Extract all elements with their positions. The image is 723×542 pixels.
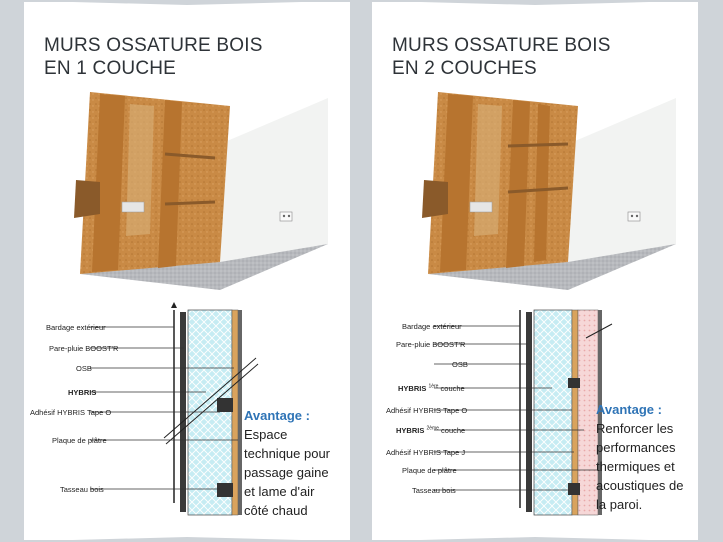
- title-line-2: EN 2 COUCHES: [392, 58, 537, 79]
- label-hybris-1-sup: 1ère: [428, 383, 439, 390]
- advantage-line: la paroi.: [596, 497, 643, 512]
- title-two-layers: MURS OSSATURE BOIS EN 2 COUCHES: [392, 34, 611, 80]
- label-hybris-2-sup: 2ème: [426, 425, 439, 432]
- label-tasseau-bois: Tasseau bois: [412, 486, 456, 495]
- label-osb: OSB: [452, 360, 468, 369]
- cross-section-drawing: [24, 298, 350, 538]
- advantage-line: technique pour: [244, 446, 331, 461]
- label-plaque-platre: Plaque de plâtre: [402, 466, 457, 475]
- label-pare-pluie: Pare-pluie BOOST'R: [396, 340, 466, 349]
- advantage-line: passage gaine: [244, 465, 329, 480]
- wall-3d-illustration-two-layers: [418, 84, 676, 290]
- advantage-line: performances: [596, 440, 676, 455]
- cross-section-drawing-two-layers: [372, 298, 698, 538]
- advantage-line: Renforcer les: [596, 421, 674, 436]
- label-adhesif-tape-j: Adhésif HYBRIS Tape J: [386, 448, 466, 457]
- title-line-1: MURS OSSATURE BOIS: [44, 35, 263, 56]
- label-hybris-2-bold: HYBRIS: [396, 426, 425, 435]
- label-hybris-1-bold: HYBRIS: [398, 384, 427, 393]
- label-hybris-1-rest: couche: [440, 384, 465, 393]
- advantage-line: thermiques et: [596, 459, 675, 474]
- card-one-layer: MURS OSSATURE BOIS EN 1 COUCHE: [24, 2, 350, 540]
- wall-3d-illustration: [70, 84, 328, 290]
- label-adhesif-tape-o: Adhésif HYBRIS Tape O: [386, 406, 468, 415]
- wall-section-two-layers: Bardage extérieur Pare-pluie BOOST'R OSB…: [372, 298, 698, 538]
- label-osb: OSB: [76, 364, 92, 373]
- label-hybris: HYBRIS: [68, 388, 97, 397]
- label-bardage: Bardage extérieur: [46, 323, 106, 332]
- label-tasseau-bois: Tasseau bois: [60, 485, 104, 494]
- advantage-line: Espace: [244, 427, 288, 442]
- label-bardage: Bardage extérieur: [402, 322, 462, 331]
- wall-section-one-layer: Bardage extérieur Pare-pluie BOOST'R OSB…: [24, 298, 350, 538]
- advantage-one-layer: Avantage : Espace technique pour passage…: [244, 406, 330, 520]
- advantage-title: Avantage :: [244, 408, 310, 423]
- card-two-layers: MURS OSSATURE BOIS EN 2 COUCHES: [372, 2, 698, 540]
- label-hybris-1: HYBRIS 1ère couche: [398, 384, 465, 393]
- advantage-line: côté chaud: [244, 503, 308, 518]
- title-line-1: MURS OSSATURE BOIS: [392, 35, 611, 56]
- advantage-title: Avantage :: [596, 402, 662, 417]
- label-plaque-platre: Plaque de plâtre: [52, 436, 107, 445]
- title-one-layer: MURS OSSATURE BOIS EN 1 COUCHE: [44, 34, 263, 80]
- advantage-two-layers: Avantage : Renforcer les performances th…: [596, 400, 683, 514]
- label-pare-pluie: Pare-pluie BOOST'R: [49, 344, 119, 353]
- label-hybris-2: HYBRIS 2ème couche: [396, 426, 465, 435]
- title-line-2: EN 1 COUCHE: [44, 58, 177, 79]
- advantage-line: acoustiques de: [596, 478, 684, 493]
- label-adhesif-tape-o: Adhésif HYBRIS Tape O: [30, 408, 112, 417]
- label-hybris-2-rest: couche: [441, 426, 466, 435]
- advantage-line: et lame d'air: [244, 484, 315, 499]
